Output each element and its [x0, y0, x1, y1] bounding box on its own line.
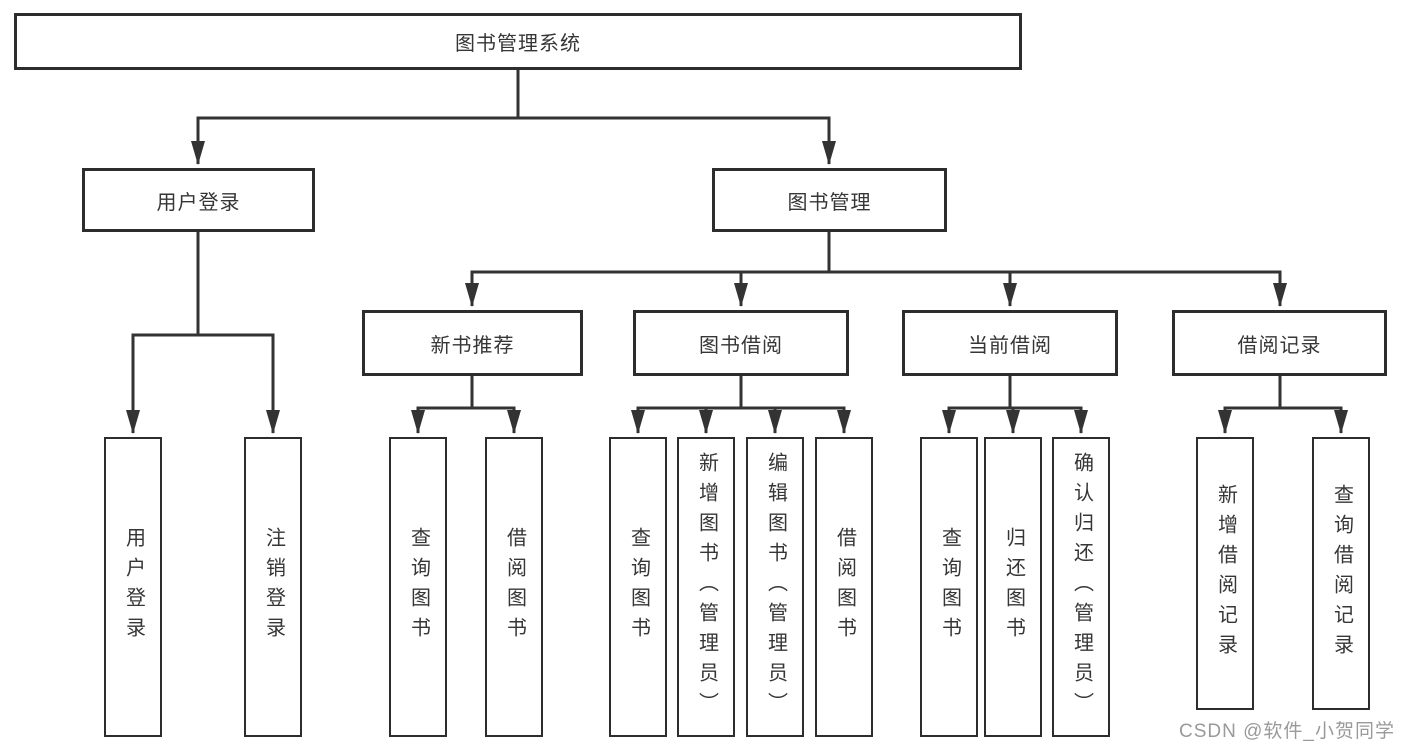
node-label: 归还图书: [1002, 527, 1025, 647]
node-label: 图书管理: [787, 191, 872, 214]
node-label: 用户登录: [156, 191, 241, 214]
edge-book-borrowing-to-outer-children: [631, 406, 851, 434]
node-label: 图书借阅: [699, 334, 783, 357]
node-user-login: 用户登录: [82, 168, 315, 232]
node-label: 新增借阅记录: [1214, 483, 1237, 664]
node-label: 用户登录: [122, 527, 145, 647]
node-label: 查询图书: [407, 527, 430, 647]
vnode-logout: 注销登录: [244, 437, 302, 737]
node-book-borrowing: 图书借阅: [633, 310, 849, 376]
vnode-query-borrow-record: 查询借阅记录: [1312, 437, 1370, 710]
edge-root-to-level2: [191, 116, 836, 165]
node-library-management-system: 图书管理系统: [14, 13, 1022, 70]
node-label: 借阅图书: [833, 527, 856, 647]
node-label: 查询图书: [938, 527, 961, 647]
vnode-user-login: 用户登录: [104, 437, 162, 737]
vnode-add-book-admin: 新增图书（管理员）: [677, 437, 735, 737]
vnode-confirm-return-admin: 确认归还（管理员）: [1052, 437, 1110, 737]
vnode-return-books: 归还图书: [984, 437, 1042, 737]
vnode-edit-book-admin: 编辑图书（管理员）: [746, 437, 804, 737]
vnode-query-books-recommend: 查询图书: [389, 437, 447, 737]
edge-borrowing-records-to-children: [1218, 406, 1348, 434]
node-label: 当前借阅: [968, 334, 1052, 357]
node-label: 确认归还（管理员）: [1070, 452, 1093, 722]
node-label: 新增图书（管理员）: [695, 452, 718, 722]
node-label: 新书推荐: [430, 334, 515, 357]
edge-user-login-to-children: [126, 333, 280, 434]
vnode-borrow-books-recommend: 借阅图书: [485, 437, 543, 737]
vnode-query-books-current: 查询图书: [920, 437, 978, 737]
node-label: 编辑图书（管理员）: [764, 452, 787, 722]
node-label: 注销登录: [262, 527, 285, 647]
node-label: 图书管理系统: [455, 33, 581, 55]
node-label: 借阅图书: [503, 527, 526, 647]
edge-book-management-to-level3: [465, 270, 1287, 307]
node-current-borrowing: 当前借阅: [902, 310, 1118, 376]
node-borrowing-records: 借阅记录: [1172, 310, 1387, 376]
node-label: 借阅记录: [1237, 334, 1322, 357]
vnode-query-books-borrowing: 查询图书: [609, 437, 667, 737]
vnode-add-borrow-record: 新增借阅记录: [1196, 437, 1254, 710]
csdn-watermark: CSDN @软件_小贺同学: [1179, 721, 1395, 742]
edge-new-book-recommend-to-children: [411, 406, 521, 434]
edge-current-borrowing-to-outer-children: [942, 406, 1088, 434]
node-book-management: 图书管理: [712, 168, 947, 232]
node-new-book-recommend: 新书推荐: [362, 310, 583, 376]
node-label: 查询图书: [627, 527, 650, 647]
node-label: 查询借阅记录: [1330, 483, 1353, 664]
vnode-borrow-books-borrowing: 借阅图书: [815, 437, 873, 737]
